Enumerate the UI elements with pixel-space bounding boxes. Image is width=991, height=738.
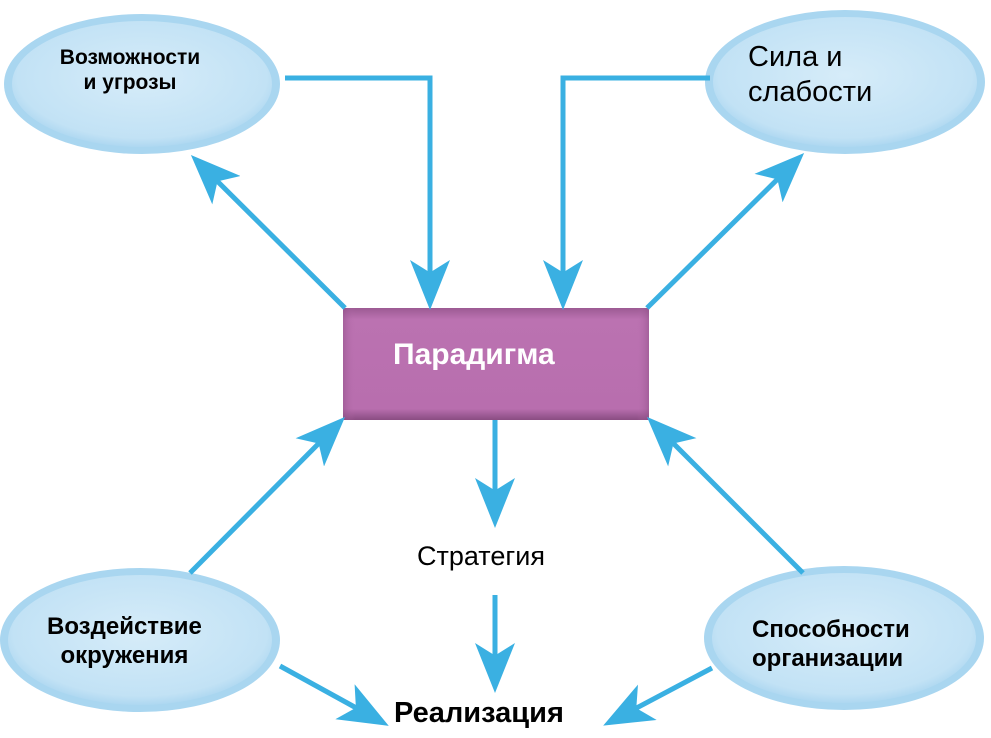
arrow-paradigm-to-strengths — [645, 152, 805, 310]
node-opportunities-line1: Возможности — [59, 46, 201, 69]
node-paradigm-label: Парадигма — [393, 338, 555, 371]
node-strengths-line1: Сила и — [748, 41, 843, 73]
node-strengths-line2: слабости — [748, 75, 873, 108]
arrow-opportunities-to-paradigm — [285, 75, 450, 310]
node-capabilities-line2: организации — [752, 644, 904, 672]
arrow-capabilities-to-implementation — [603, 665, 714, 726]
ellipse-opportunities — [4, 14, 280, 154]
node-environment-line1: Воздействие — [47, 613, 202, 640]
node-strengths-label: Сила и слабости — [748, 40, 872, 110]
node-capabilities-label: Способности организации — [752, 616, 910, 674]
ellipse-environment — [0, 568, 280, 712]
node-implementation-label: Реализация — [394, 697, 564, 729]
node-capabilities-line1: Способности — [752, 616, 910, 643]
ellipse-capabilities — [704, 566, 984, 710]
ellipse-strengths — [705, 10, 985, 154]
node-strategy-label: Стратегия — [417, 541, 545, 571]
arrow-environment-to-implementation — [278, 663, 389, 726]
paradigm-box — [343, 308, 649, 420]
node-opportunities-label: Возможности и угрозы — [45, 45, 215, 95]
node-environment-label: Воздействие окружения — [47, 613, 202, 671]
arrow-environment-to-paradigm — [188, 416, 346, 575]
arrow-strengths-to-paradigm — [543, 75, 710, 310]
arrow-capabilities-to-paradigm — [646, 416, 805, 575]
arrow-paradigm-to-opportunities — [190, 154, 347, 310]
node-opportunities-line2: и угрозы — [83, 71, 177, 95]
node-environment-line2: окружения — [60, 641, 189, 669]
